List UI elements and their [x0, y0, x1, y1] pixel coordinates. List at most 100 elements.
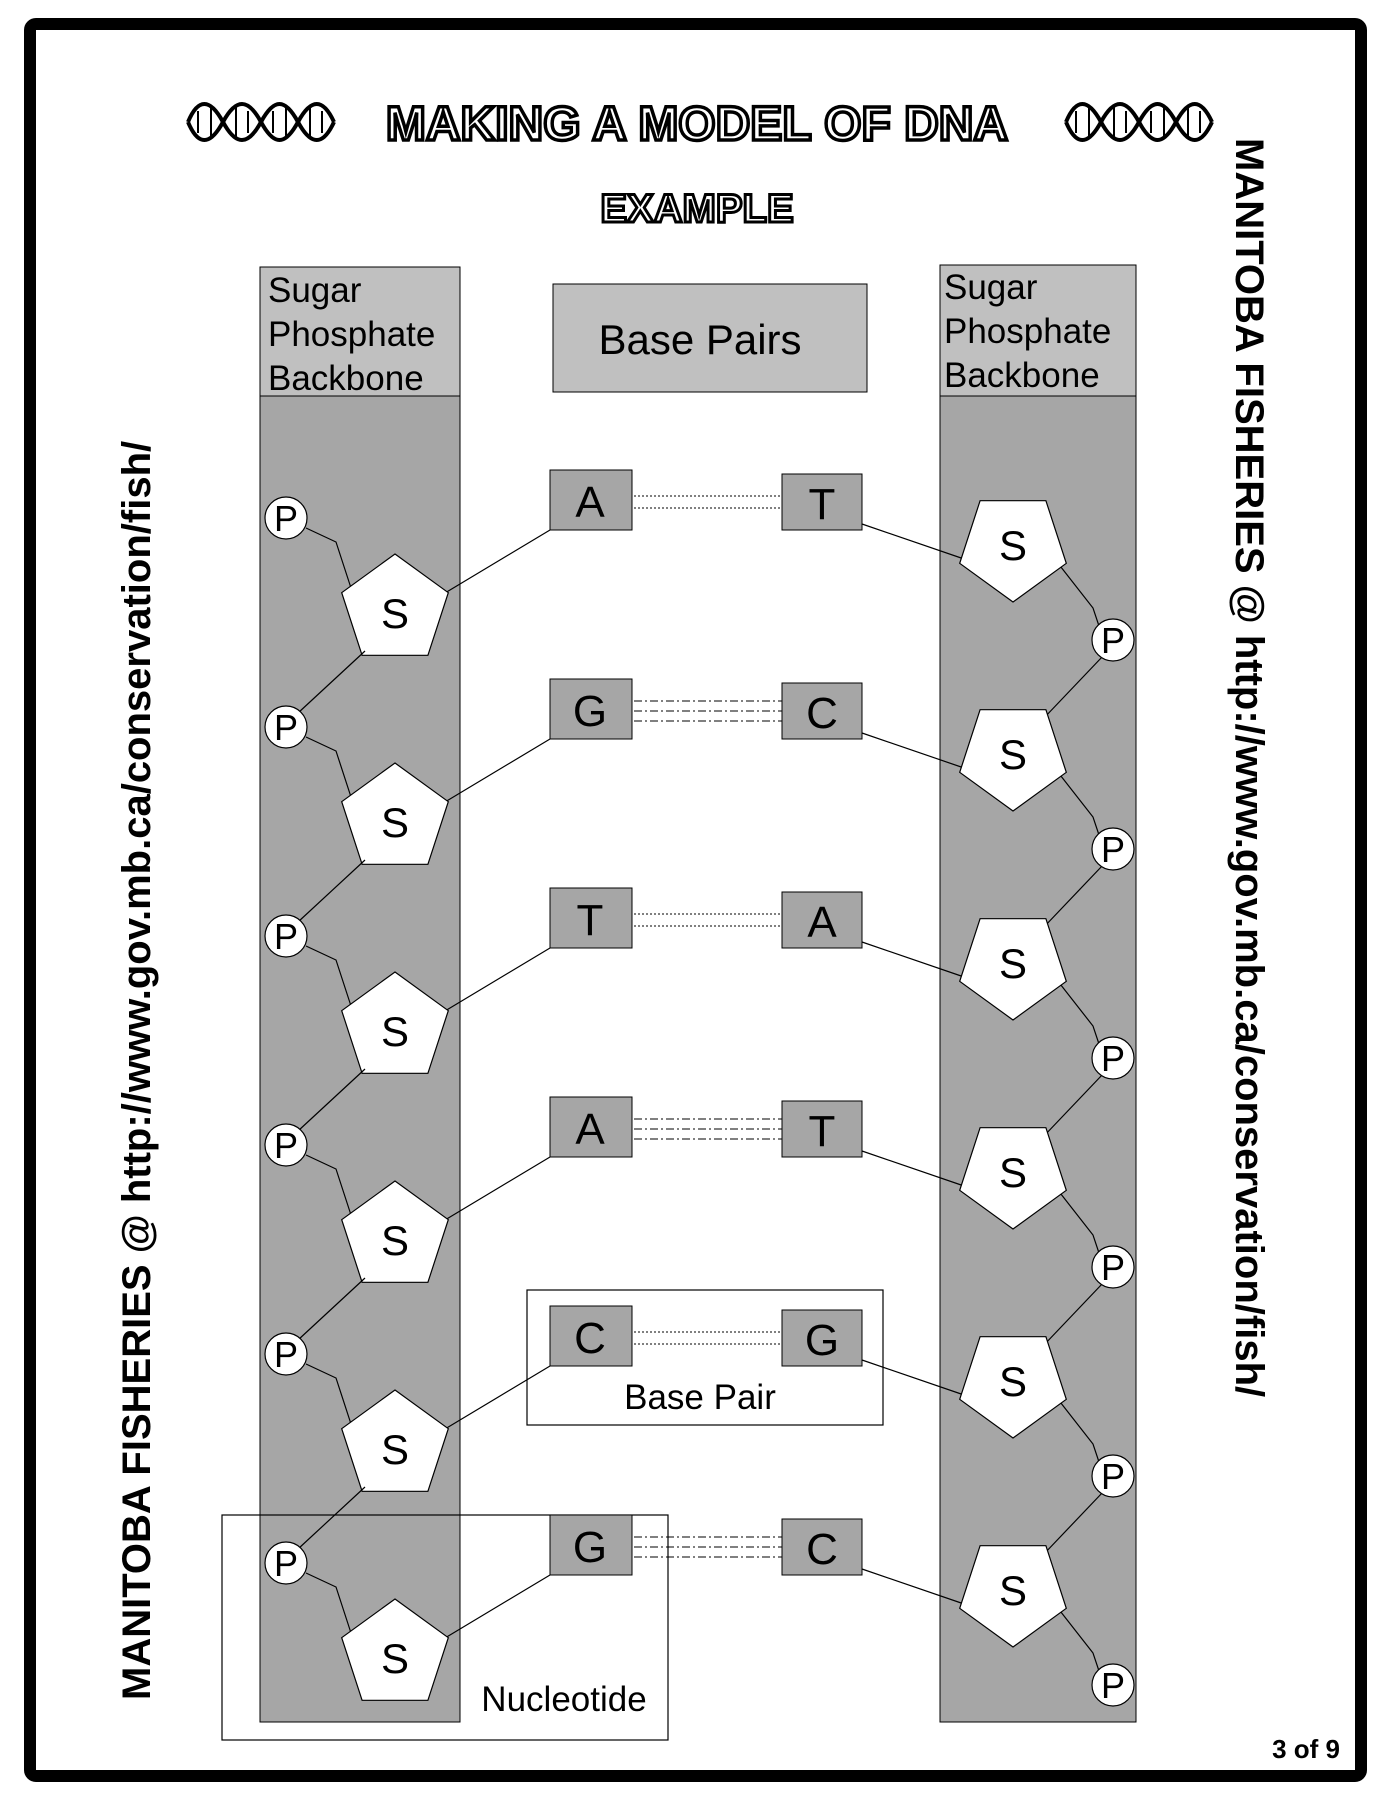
right-sugar-pentagon [958, 1545, 1068, 1648]
left-sugar-label: S [381, 590, 409, 637]
left-backbone-bond [297, 1277, 366, 1341]
left-backbone-bond [297, 650, 366, 714]
left-base-box [549, 678, 633, 740]
base-pair-frame [526, 1289, 884, 1426]
right-sugar-phosphate-bond [1056, 1188, 1100, 1254]
left-phosphate-circle [264, 496, 308, 540]
right-phosphate-circle [1091, 1036, 1135, 1080]
left-backbone-bond [297, 859, 366, 923]
left-phosphate-sugar-bond [305, 1363, 352, 1425]
page-number: 3 of 9 [1272, 1734, 1340, 1764]
left-phosphate-sugar-bond [305, 1572, 352, 1634]
right-sugar-label: S [999, 940, 1027, 987]
left-phosphate-label: P [274, 916, 298, 957]
right-phosphate-label: P [1101, 829, 1125, 870]
right-sugar-phosphate-bond [1056, 1397, 1100, 1463]
right-sugar-label: S [999, 1149, 1027, 1196]
left-base-label: T [577, 896, 604, 945]
left-phosphate-sugar-bond [305, 527, 352, 589]
left-phosphate-label: P [274, 1125, 298, 1166]
base-pairs-header-label: Base Pairs [598, 316, 801, 363]
left-backbone-header: Sugar Phosphate Backbone [259, 266, 461, 398]
left-base-box [549, 1305, 633, 1367]
left-sugar-pentagon [340, 1598, 450, 1701]
left-base-box [549, 1096, 633, 1158]
right-sugar-base-bond [861, 1568, 968, 1606]
right-sugar-label: S [999, 731, 1027, 778]
right-sugar-label: S [999, 1358, 1027, 1405]
right-sugar-phosphate-bond [1056, 770, 1100, 836]
page-subtitle: EXAMPLE [600, 187, 793, 231]
left-sugar-pentagon [340, 553, 450, 656]
left-header-line-1: Sugar [268, 271, 362, 310]
right-base-box [781, 1309, 863, 1367]
left-phosphate-sugar-bond [305, 945, 352, 1007]
right-phosphate-label: P [1101, 1247, 1125, 1288]
right-header-line-2: Phosphate [944, 312, 1111, 351]
left-phosphate-sugar-bond [305, 736, 352, 798]
right-header-line-1: Sugar [944, 268, 1038, 307]
left-sugar-label: S [381, 1217, 409, 1264]
right-phosphate-circle [1091, 1454, 1135, 1498]
right-sugar-phosphate-bond [1056, 979, 1100, 1045]
left-phosphate-sugar-bond [305, 1154, 352, 1216]
left-sugar-pentagon [340, 971, 450, 1074]
left-backbone-bond [297, 1068, 366, 1132]
left-side-credit: MANITOBA FISHERIES @ http://www.gov.mb.c… [115, 441, 159, 1700]
left-base-label: C [574, 1314, 606, 1363]
right-phosphate-label: P [1101, 1456, 1125, 1497]
right-base-label: T [809, 480, 836, 529]
right-phosphate-circle [1091, 1245, 1135, 1289]
left-phosphate-circle [264, 1123, 308, 1167]
right-phosphate-label: P [1101, 1038, 1125, 1079]
left-phosphate-label: P [274, 498, 298, 539]
left-sugar-label: S [381, 1426, 409, 1473]
left-phosphate-circle [264, 1332, 308, 1376]
left-sugar-base-bond [439, 529, 551, 597]
left-sugar-base-bond [439, 1156, 551, 1224]
base-pair-label: Base Pair [624, 1378, 776, 1417]
nucleotide-frame [221, 1514, 669, 1741]
left-base-label: G [573, 1523, 607, 1572]
right-sugar-pentagon [958, 918, 1068, 1021]
left-sugar-base-bond [439, 947, 551, 1015]
right-phosphate-label: P [1101, 620, 1125, 661]
left-sugar-label: S [381, 799, 409, 846]
nucleotide-label: Nucleotide [481, 1680, 646, 1719]
right-backbone-bond [1042, 864, 1104, 929]
right-phosphate-circle [1091, 618, 1135, 662]
right-backbone-bond [1042, 655, 1104, 720]
left-base-label: G [573, 687, 607, 736]
right-sugar-label: S [999, 522, 1027, 569]
left-phosphate-circle [264, 914, 308, 958]
right-sugar-base-bond [861, 941, 968, 979]
right-base-box [781, 473, 863, 531]
right-base-box [781, 1100, 863, 1158]
right-backbone-bond [1042, 1282, 1104, 1347]
right-backbone-header: Sugar Phosphate Backbone [939, 264, 1137, 397]
left-sugar-base-bond [439, 1365, 551, 1433]
left-header-line-2: Phosphate [268, 315, 435, 354]
left-sugar-pentagon [340, 1389, 450, 1492]
left-sugar-base-bond [439, 738, 551, 806]
right-sugar-base-bond [861, 1150, 968, 1188]
left-phosphate-label: P [274, 1543, 298, 1584]
right-sugar-phosphate-bond [1056, 1606, 1100, 1672]
left-base-box [549, 1514, 633, 1576]
left-base-label: A [575, 1105, 605, 1154]
left-sugar-label: S [381, 1635, 409, 1682]
left-phosphate-label: P [274, 707, 298, 748]
right-side-credit: MANITOBA FISHERIES @ http://www.gov.mb.c… [1227, 138, 1271, 1397]
right-sugar-base-bond [861, 1359, 968, 1397]
right-base-box [781, 682, 863, 740]
left-sugar-pentagon [340, 762, 450, 865]
left-base-box [549, 469, 633, 531]
left-phosphate-label: P [274, 1334, 298, 1375]
right-phosphate-circle [1091, 827, 1135, 871]
right-header-line-3: Backbone [944, 356, 1100, 395]
right-sugar-label: S [999, 1567, 1027, 1614]
right-base-label: T [809, 1107, 836, 1156]
